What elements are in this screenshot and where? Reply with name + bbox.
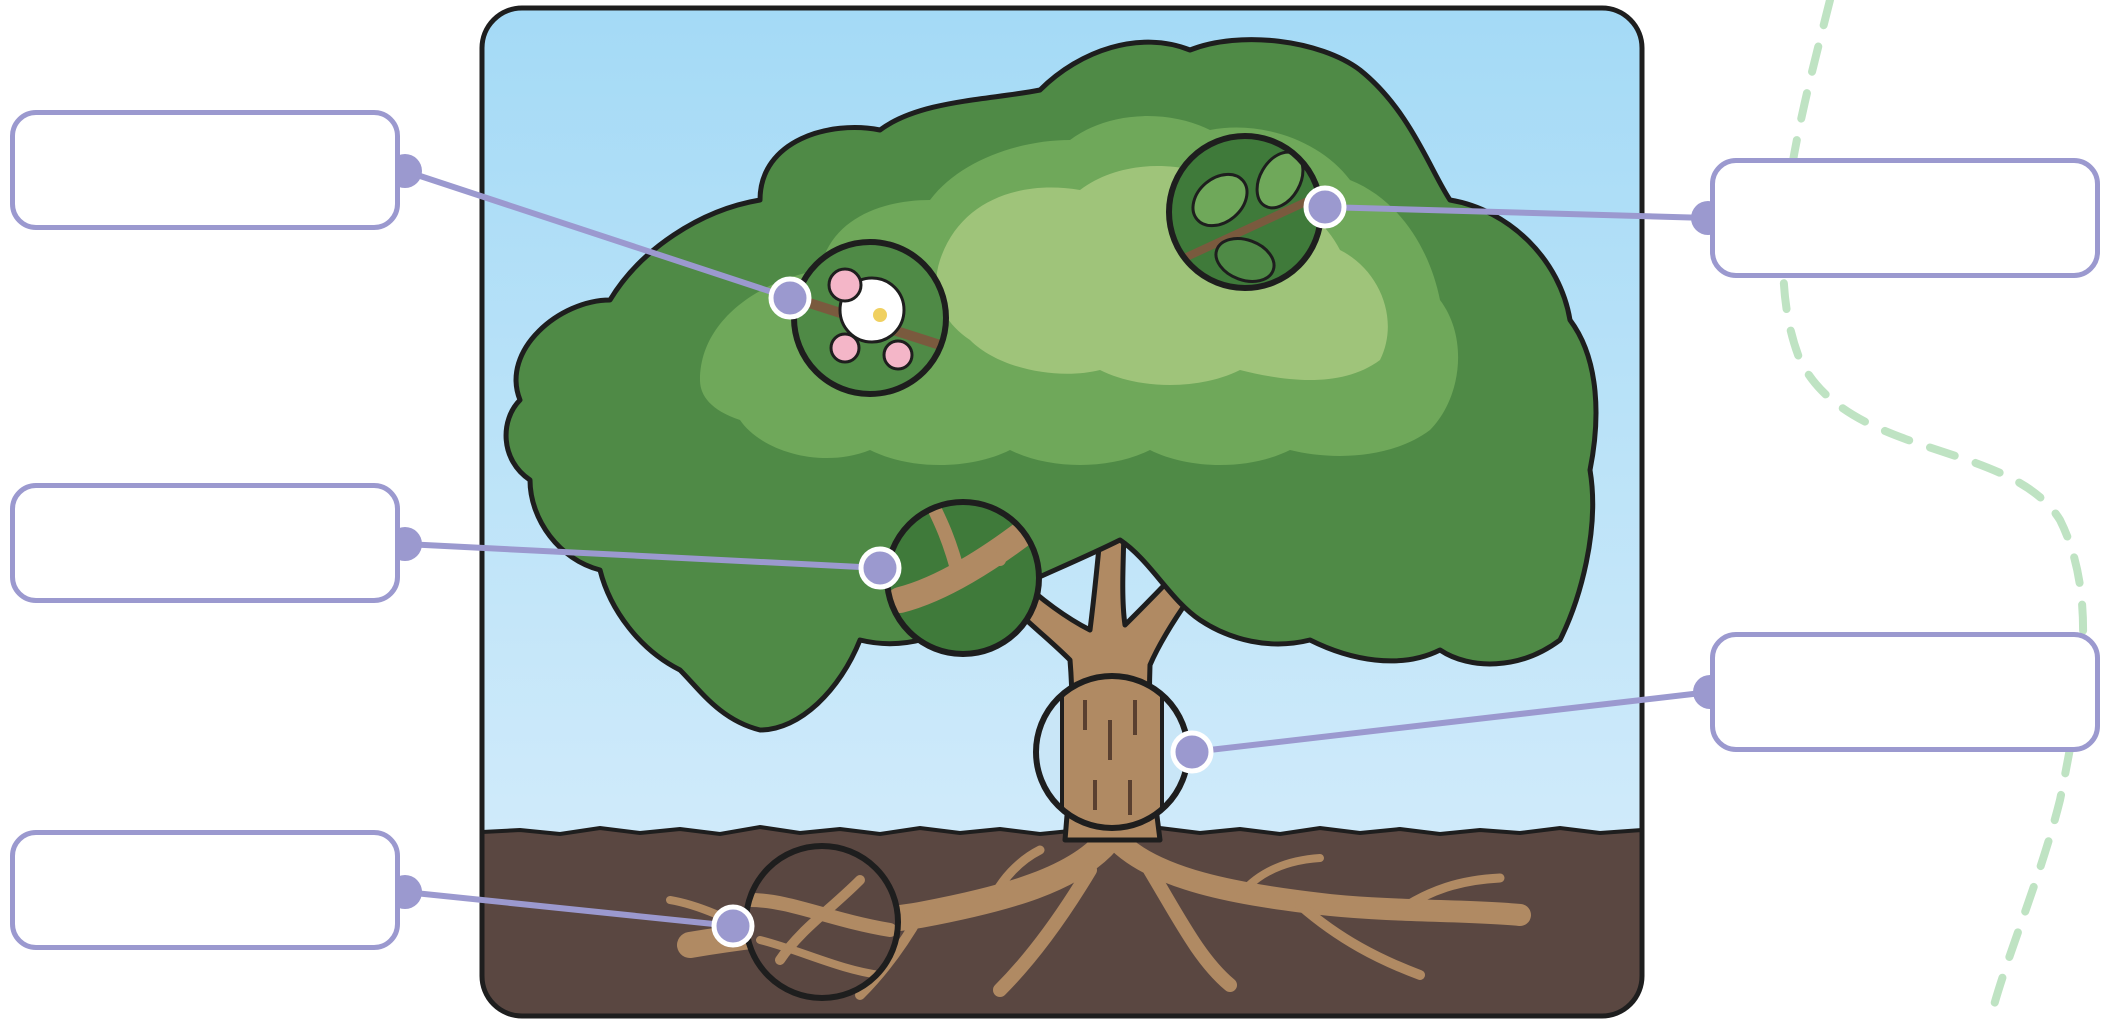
flower-detail — [794, 242, 946, 394]
connector-dot — [861, 549, 899, 587]
label-box-leaves[interactable] — [1710, 158, 2100, 278]
label-box-branches[interactable] — [10, 483, 400, 603]
label-box-trunk[interactable] — [1710, 632, 2100, 752]
roots-detail — [746, 846, 898, 998]
connector-dot — [1173, 733, 1211, 771]
leaves-detail — [1169, 136, 1321, 289]
connector-dot — [771, 279, 809, 317]
connector-dot — [714, 907, 752, 945]
illustration-panel — [482, 8, 1642, 1016]
decorative-dashed-path — [1783, 0, 2083, 1020]
label-box-roots[interactable] — [10, 830, 400, 950]
label-box-flower[interactable] — [10, 110, 400, 230]
connector-dot — [1306, 188, 1344, 226]
